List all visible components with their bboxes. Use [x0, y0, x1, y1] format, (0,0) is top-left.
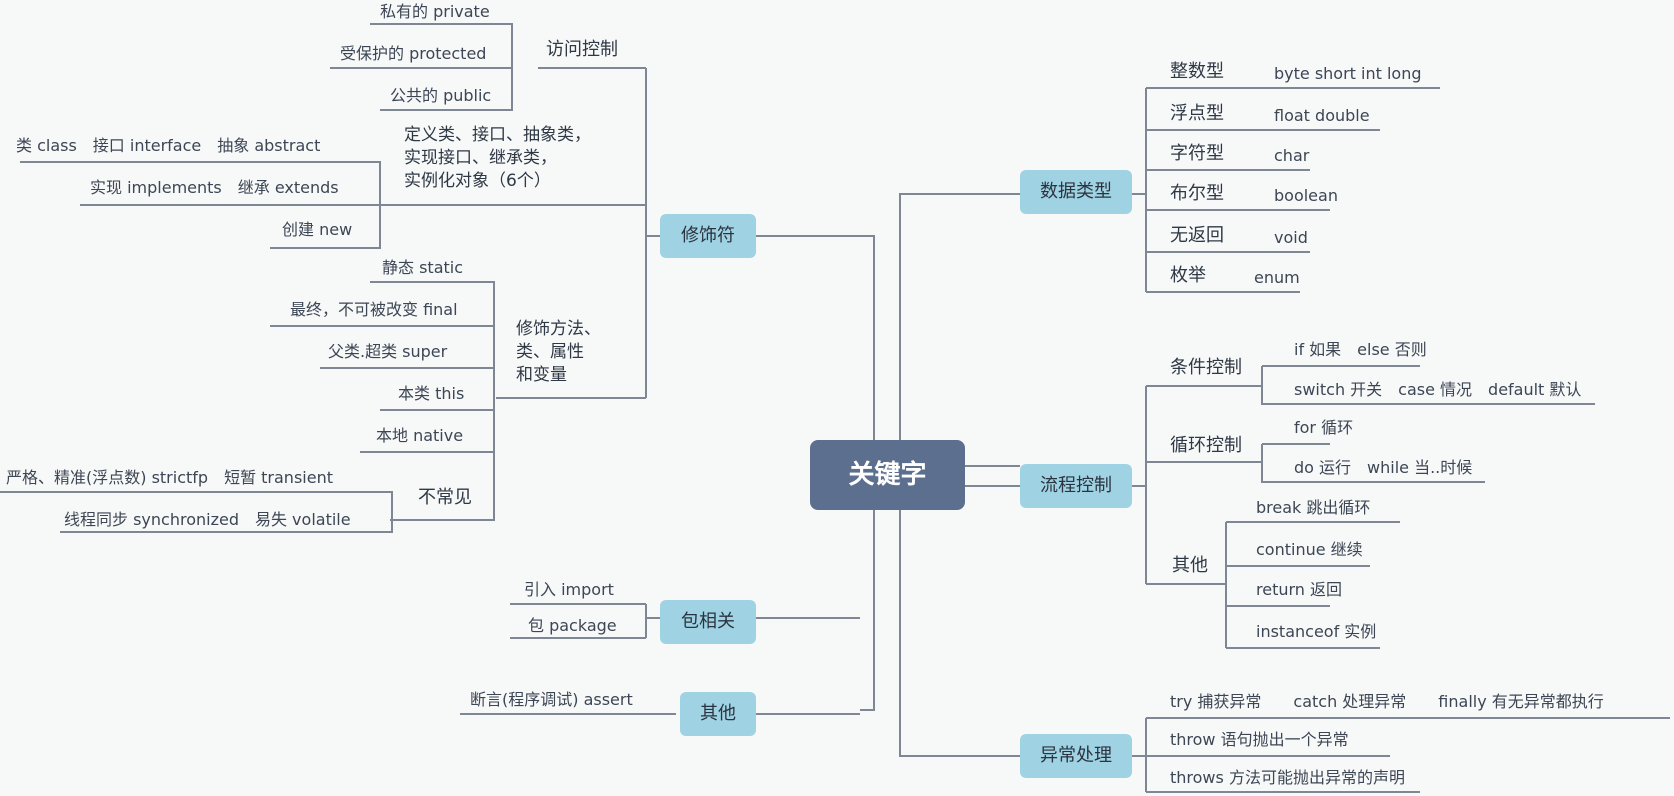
- flow-other-break: break 跳出循环: [1256, 498, 1371, 517]
- decorate-label: 修饰方法、 类、属性 和变量: [516, 319, 601, 385]
- dt-name-2: 字符型: [1170, 143, 1224, 164]
- dt-value-4: void: [1274, 228, 1308, 247]
- rare-item-synchronized: 线程同步 synchronized 易失 volatile: [64, 510, 351, 529]
- decorate-item-final: 最终，不可被改变 final: [290, 300, 458, 319]
- flow-other-instanceof: instanceof 实例: [1256, 622, 1377, 641]
- flow-condition-switch: switch 开关 case 情况 default 默认: [1294, 380, 1582, 399]
- dt-value-3: boolean: [1274, 186, 1338, 205]
- package-item-import: 引入 import: [524, 580, 614, 599]
- decorate-item-static: 静态 static: [382, 258, 464, 277]
- node-package[interactable]: 包相关: [660, 600, 756, 644]
- define-item-new: 创建 new: [282, 220, 353, 239]
- define-item-class: 类 class 接口 interface 抽象 abstract: [16, 136, 321, 155]
- rare-item-strictfp: 严格、精准(浮点数) strictfp 短暂 transient: [6, 468, 333, 487]
- dt-name-4: 无返回: [1170, 225, 1224, 246]
- decorate-item-native: 本地 native: [376, 426, 464, 445]
- access-item-protected: 受保护的 protected: [340, 44, 487, 63]
- root-node[interactable]: 关键字: [810, 440, 965, 510]
- flow-condition-if: if 如果 else 否则: [1294, 340, 1427, 359]
- exception-item-throws: throws 方法可能抛出异常的声明: [1170, 768, 1405, 787]
- define-item-implements: 实现 implements 继承 extends: [90, 178, 339, 197]
- other-item-assert: 断言(程序调试) assert: [470, 690, 633, 709]
- node-exception[interactable]: 异常处理: [1020, 734, 1132, 778]
- flow-loop-label: 循环控制: [1170, 435, 1242, 456]
- access-item-private: 私有的 private: [380, 2, 490, 21]
- flow-other-continue: continue 继续: [1256, 540, 1363, 559]
- dt-name-3: 布尔型: [1170, 183, 1224, 204]
- dt-value-1: float double: [1274, 106, 1370, 125]
- flow-condition-label: 条件控制: [1170, 357, 1242, 378]
- dt-name-1: 浮点型: [1170, 103, 1224, 124]
- package-item-package: 包 package: [528, 616, 617, 635]
- dt-value-0: byte short int long: [1274, 64, 1422, 83]
- exception-item-throw: throw 语句抛出一个异常: [1170, 730, 1349, 749]
- flow-other-return: return 返回: [1256, 580, 1343, 599]
- node-datatype[interactable]: 数据类型: [1020, 170, 1132, 214]
- node-flow[interactable]: 流程控制: [1020, 464, 1132, 508]
- decorate-item-this: 本类 this: [398, 384, 465, 403]
- dt-value-2: char: [1274, 146, 1310, 165]
- exception-item-try: try 捕获异常 catch 处理异常 finally 有无异常都执行: [1170, 692, 1604, 711]
- decorate-item-super: 父类.超类 super: [328, 342, 448, 361]
- node-other-left[interactable]: 其他: [680, 692, 756, 736]
- define-label: 定义类、接口、抽象类， 实现接口、继承类， 实例化对象（6个）: [404, 125, 591, 191]
- flow-loop-do: do 运行 while 当..时候: [1294, 458, 1473, 477]
- dt-name-0: 整数型: [1170, 61, 1224, 82]
- access-control-label: 访问控制: [546, 39, 618, 60]
- dt-value-5: enum: [1254, 268, 1300, 287]
- access-item-public: 公共的 public: [390, 86, 492, 105]
- rare-label: 不常见: [418, 487, 472, 508]
- node-modifier[interactable]: 修饰符: [660, 214, 756, 258]
- flow-loop-for: for 循环: [1294, 418, 1354, 437]
- flow-other-label: 其他: [1172, 555, 1208, 576]
- dt-name-5: 枚举: [1170, 265, 1206, 286]
